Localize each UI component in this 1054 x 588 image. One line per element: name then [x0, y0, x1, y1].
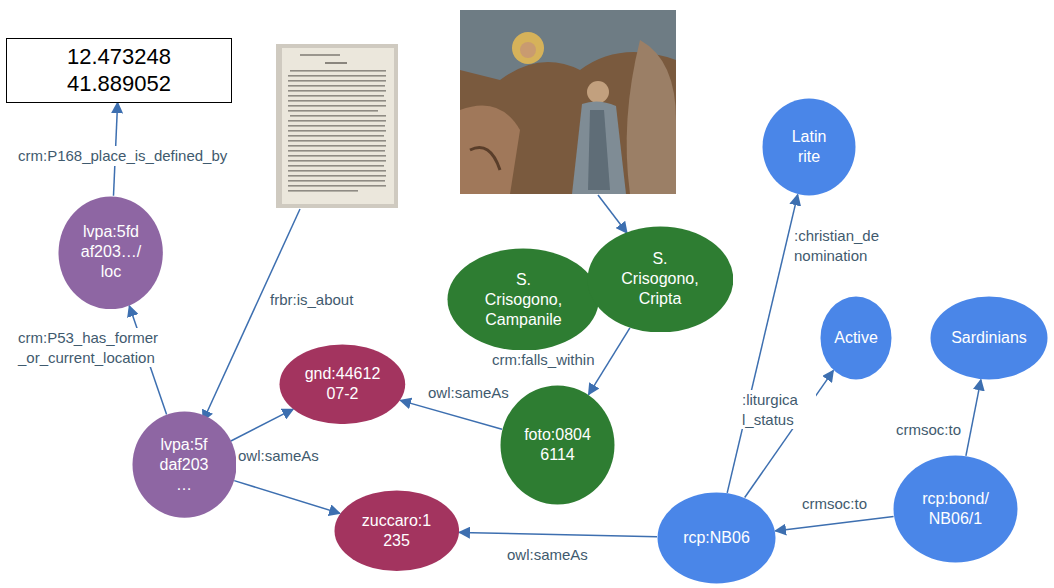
photo-subject-node: S. Crisogono, Campanile — [447, 248, 599, 351]
node-label: S. Crisogono, Cripta — [614, 249, 706, 309]
ellipse-fill — [334, 491, 459, 571]
ellipse-shape — [334, 490, 460, 571]
connector — [966, 380, 981, 456]
ellipse-fill — [280, 344, 406, 424]
edge-label: crm:P168_place_is_defined_by — [16, 146, 229, 166]
relation-label: frbr:is_about — [268, 290, 355, 310]
edge-label: owl:sameAs — [236, 446, 321, 466]
bond-node: rcp:bond/ NB06/1 — [893, 455, 1018, 563]
ellipse-shape — [893, 455, 1018, 563]
ellipse-fill — [821, 297, 892, 380]
picture-arrow — [598, 195, 627, 233]
edge-label: :liturgica l_status — [740, 390, 816, 429]
node-label: S. Crisogono, Campanile — [477, 270, 569, 330]
node-label: lvpa:5fd af203…/ loc — [78, 222, 144, 282]
node-label: Active — [834, 328, 878, 348]
fresco-figure-robe — [572, 101, 626, 194]
book-heading-line — [325, 62, 347, 64]
book-page — [282, 48, 394, 204]
node-label: 12.473248 41.889052 — [14, 43, 224, 98]
node-label: gnd:44612 07-2 — [302, 364, 382, 404]
coordinate-box: 12.473248 41.889052 — [6, 38, 232, 103]
ellipse-shape — [279, 344, 406, 425]
connector — [775, 517, 893, 531]
value-node: Active — [820, 296, 892, 380]
ellipse-fill — [931, 297, 1048, 380]
connector — [400, 400, 502, 429]
node-label: zuccaro:1 235 — [356, 511, 436, 551]
ellipse-fill — [501, 386, 615, 505]
ellipse-fill — [658, 493, 776, 584]
ellipse-shape — [500, 385, 615, 505]
community-node: rcp:NB06 — [657, 492, 776, 584]
edge-label: crm:P53_has_former _or_current_location — [16, 328, 188, 367]
photo-subject-node: S. Crisogono, Cripta — [587, 226, 734, 333]
ellipse-fill — [59, 196, 163, 309]
fresco-left-area — [460, 106, 520, 195]
authority-node: gnd:44612 07-2 — [279, 344, 406, 425]
connector — [727, 195, 798, 493]
edge-label: crmsoc:to — [894, 420, 963, 440]
connector — [459, 532, 657, 536]
ellipse-fill — [448, 249, 599, 351]
connector — [234, 481, 340, 514]
authority-node: zuccaro:1 235 — [334, 490, 460, 571]
book-text-lines — [288, 70, 386, 192]
photo-node: foto:0804 6114 — [500, 385, 615, 505]
book-page-image — [276, 44, 398, 208]
fresco-head — [520, 42, 536, 58]
connector — [231, 409, 293, 441]
ellipse-fill — [587, 226, 733, 332]
node-label: rcp:bond/ NB06/1 — [910, 489, 1002, 529]
node-label: lvpa:5f daf203 … — [153, 435, 215, 495]
edge-label: :christian_de nomination — [792, 226, 900, 265]
ellipse-fill — [132, 412, 236, 518]
edge-label: owl:sameAs — [505, 545, 590, 565]
node-label: Latin rite — [782, 127, 837, 167]
fresco-image — [460, 10, 676, 194]
fresco-crack — [470, 148, 500, 171]
fresco-halo — [512, 32, 544, 64]
edge-label: owl:sameAs — [426, 383, 511, 403]
ellipse-fill — [894, 456, 1018, 563]
ellipse-shape — [762, 98, 856, 196]
fresco-robe-fold — [588, 110, 610, 190]
location-node: lvpa:5fd af203…/ loc — [58, 196, 163, 310]
value-node: Sardinians — [930, 296, 1048, 380]
node-label: Sardinians — [951, 328, 1027, 348]
node-label: rcp:NB06 — [683, 528, 750, 548]
edge-label: crm:falls_within — [490, 350, 597, 370]
place-node: lvpa:5f daf203 … — [132, 411, 237, 518]
fresco-figure-head — [587, 81, 609, 103]
value-node: Latin rite — [762, 98, 856, 196]
ellipse-fill — [763, 99, 856, 196]
book-photo-ground — [276, 44, 398, 208]
fresco-ground — [460, 10, 676, 194]
edge-label: crmsoc:to — [800, 494, 869, 514]
fresco-right-area — [627, 40, 676, 194]
book-header-line — [300, 54, 340, 56]
node-label: foto:0804 6114 — [516, 425, 600, 465]
